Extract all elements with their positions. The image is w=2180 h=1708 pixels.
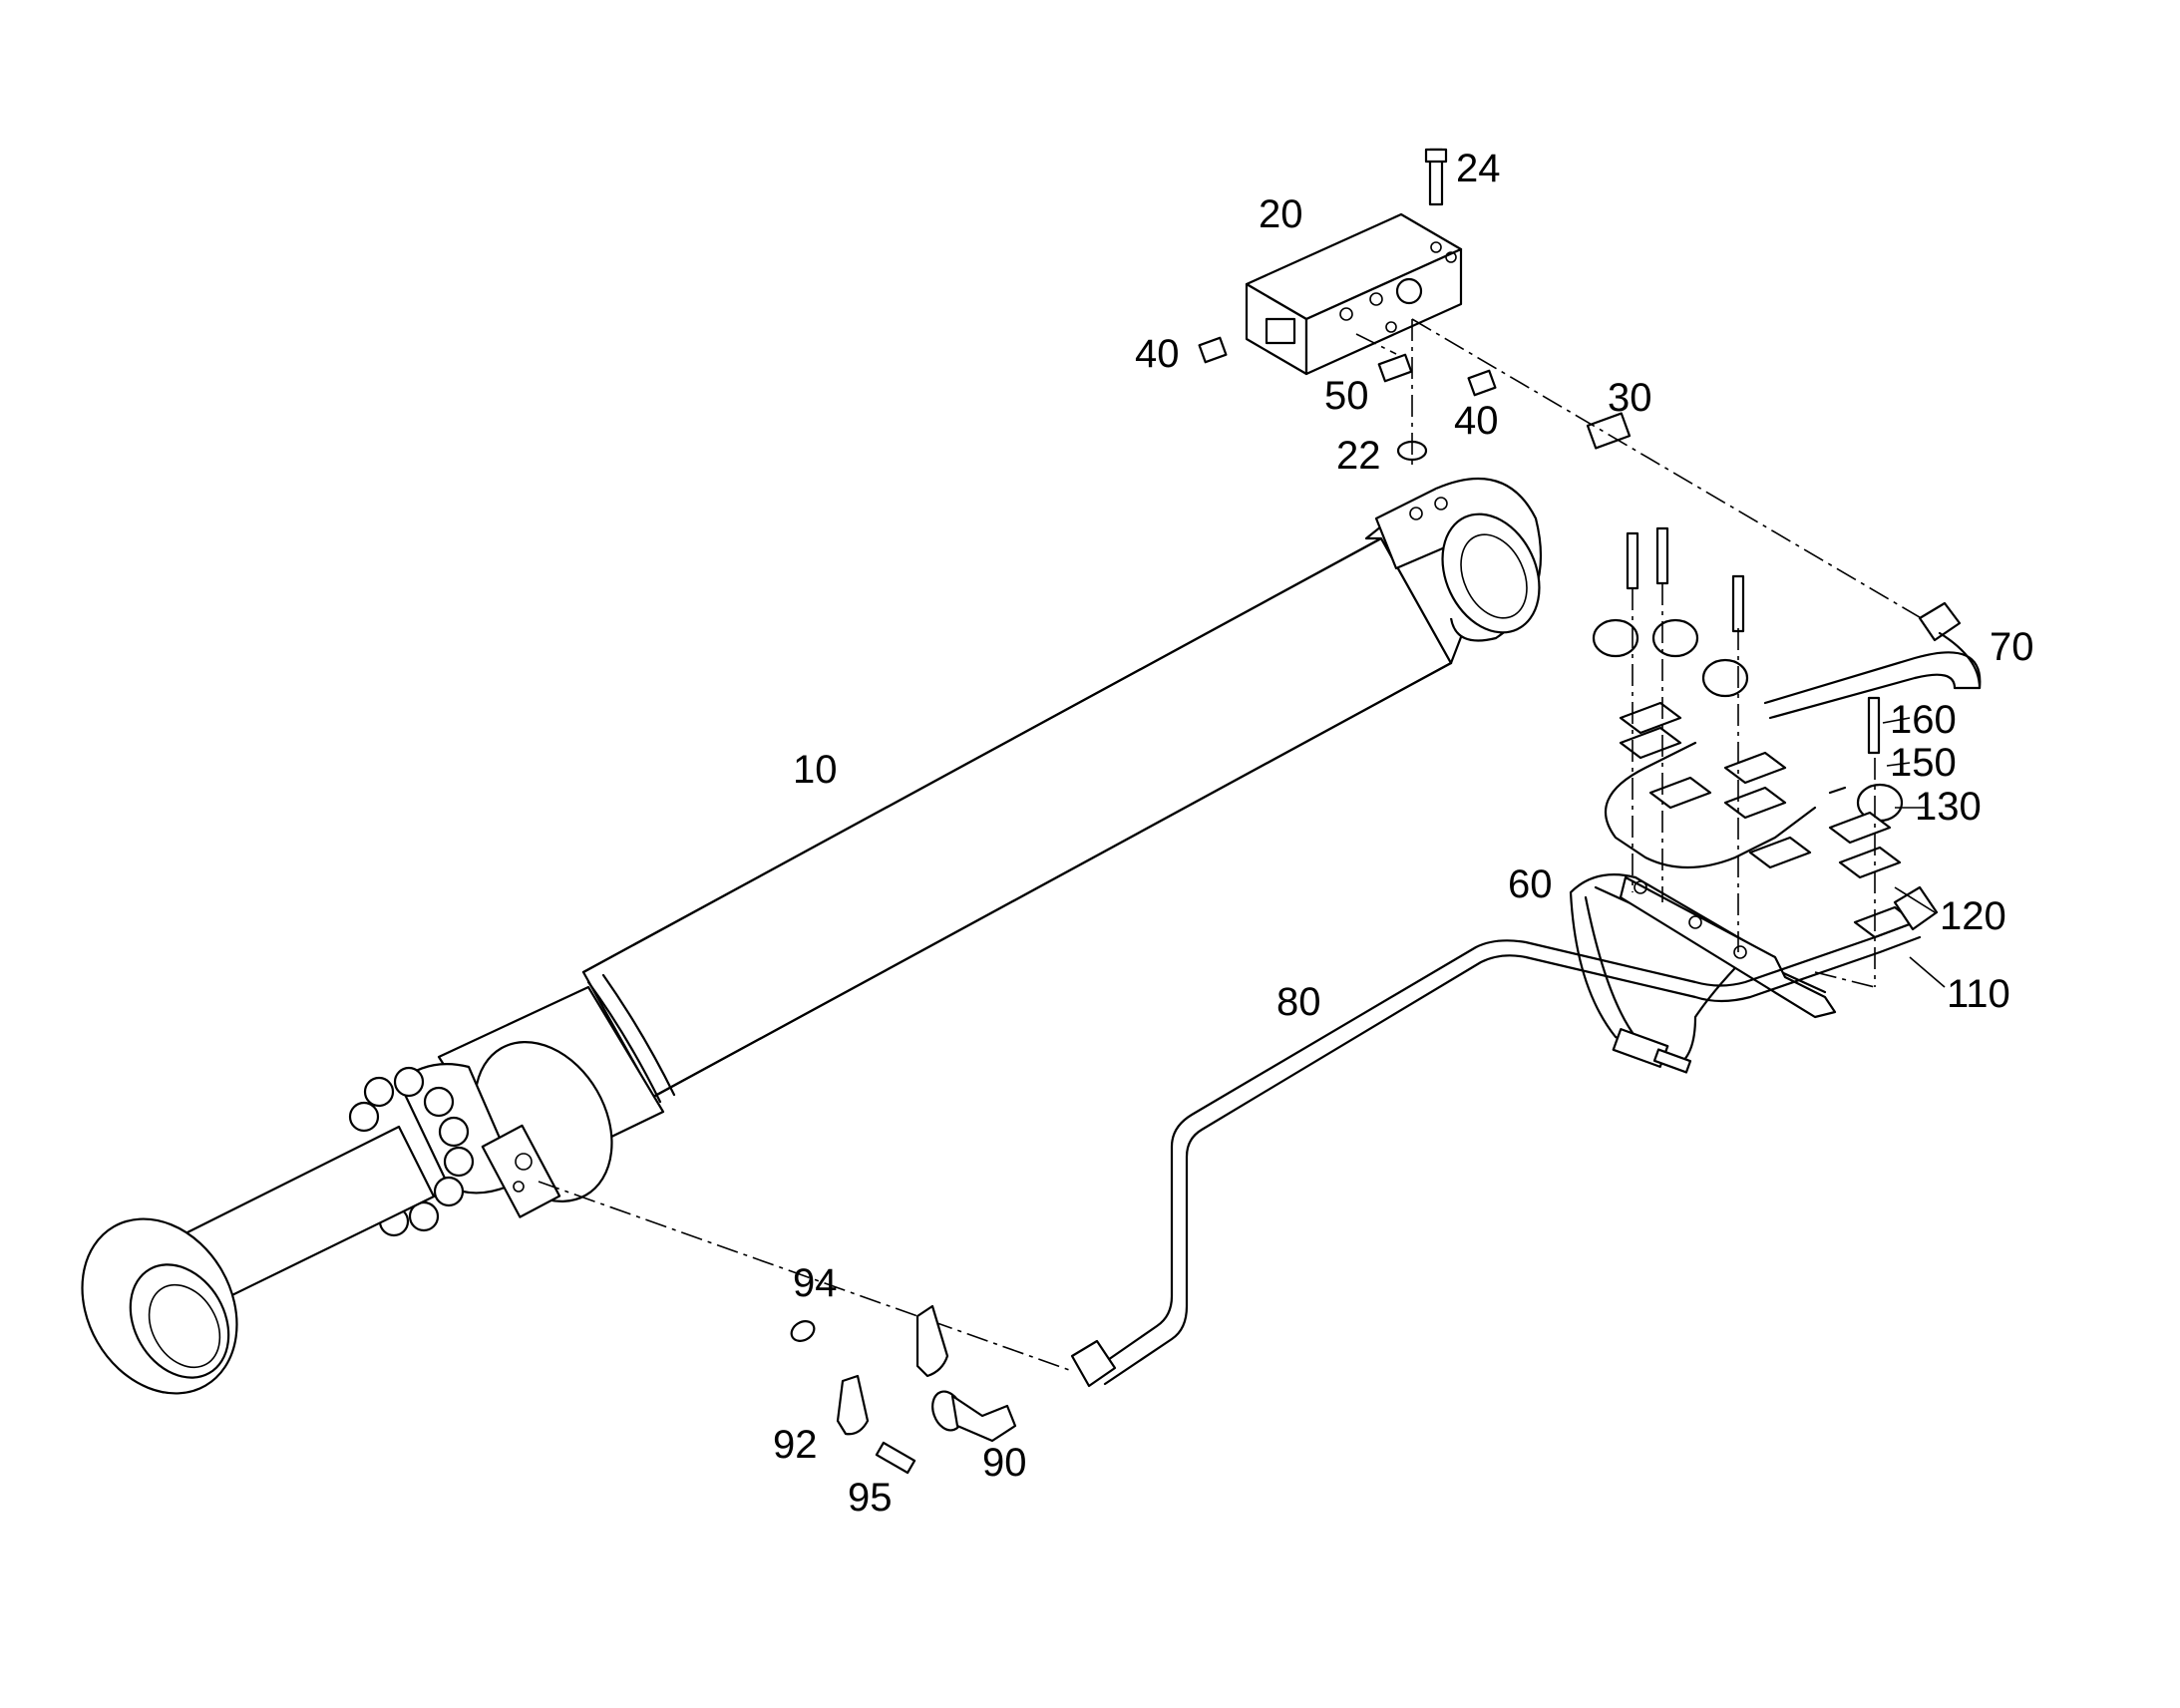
callout-24: 24 [1456, 147, 1501, 190]
callout-110: 110 [1947, 972, 2010, 1016]
callout-70: 70 [1990, 625, 2034, 669]
flange-bolts [348, 1066, 475, 1237]
fitting-parts [1198, 148, 1931, 624]
callout-120: 120 [1940, 894, 2006, 938]
pipe-70 [1763, 601, 1982, 720]
callout-90: 90 [982, 1441, 1027, 1485]
callout-130: 130 [1915, 785, 1982, 829]
flange-fittings [538, 1181, 1073, 1475]
cylinder-assembly [81, 477, 1543, 1395]
callout-labels: 10 20 24 22 40 50 40 30 70 160 150 130 6… [773, 147, 2034, 1520]
callout-92: 92 [773, 1423, 818, 1467]
valve-block [1245, 212, 1463, 376]
callout-10: 10 [793, 748, 838, 792]
callout-95: 95 [848, 1476, 893, 1520]
callout-40-right: 40 [1454, 399, 1499, 443]
callout-30: 30 [1608, 376, 1652, 420]
callout-80: 80 [1276, 980, 1321, 1024]
callout-50: 50 [1324, 374, 1369, 418]
callout-94: 94 [793, 1261, 838, 1305]
callout-20: 20 [1259, 192, 1303, 236]
callout-60: 60 [1508, 862, 1553, 906]
callout-150: 150 [1890, 741, 1957, 785]
callout-40-left: 40 [1135, 332, 1180, 376]
clamp-group [1569, 526, 1917, 1074]
pipe-80 [1070, 885, 1939, 1388]
leader-lines [1882, 717, 1946, 988]
callout-22: 22 [1336, 434, 1381, 478]
